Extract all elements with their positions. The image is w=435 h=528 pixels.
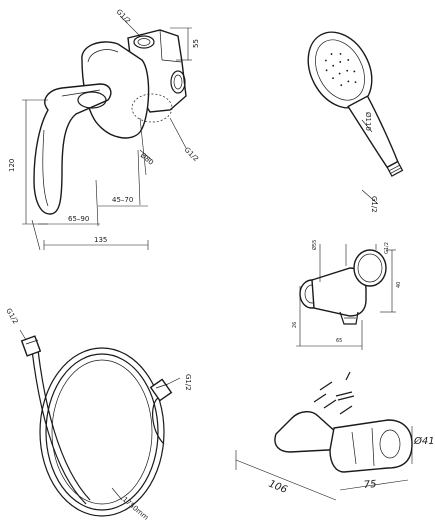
mixer-front-range-label: 65–90 [68,215,89,223]
wall-outlet-drawing: Ø55 G1/2 40 26 65 [292,240,402,350]
hose-connector-left [22,336,41,356]
mixer-diameter-label: Ø80 [139,151,155,166]
holder-length-label: 106 [267,479,289,496]
mixer-handle [34,84,111,214]
wall-outlet-offset-label: 26 [292,322,298,328]
mixer-thread-top-label: G1/2 [115,8,132,25]
mixer-drawing: G1/2 55 G1/2 Ø80 120 45–70 65–90 135 [8,8,200,250]
holder-base [275,412,340,452]
hand-shower-diameter-label: Ø110 [364,112,372,131]
screws-and-plugs [314,372,354,414]
hose-length-label: 1750mm [121,495,150,521]
hose-connector-right [151,379,172,400]
wall-outlet-top-left-label: Ø55 [311,240,318,250]
mixer-total-depth-label: 135 [94,236,107,244]
mixer-depth-range-label: 45–70 [112,196,133,204]
hose-drawing: G1/2 G1/2 1750mm [4,307,192,522]
mixer-height-top-label: 55 [192,39,200,48]
wall-outlet-top-right-label: G1/2 [384,242,390,254]
holder-drawing: Ø41 106 75 [236,372,435,500]
holder-width-label: 75 [363,479,377,491]
mixer-height-label: 120 [8,159,16,172]
hose-thread-left-label: G1/2 [4,307,19,325]
hand-shower-thread-label: G1/2 [370,196,378,213]
mixer-thread-side-label: G1/2 [183,146,200,163]
hand-shower-handle [348,96,401,170]
wall-outlet-flange [354,250,386,286]
wall-outlet-depth-label: 65 [336,338,342,344]
hand-shower-drawing [296,21,421,188]
wall-outlet-height-label: 40 [396,282,402,288]
hose-thread-right-label: G1/2 [184,374,192,391]
hose-coil-outer [40,348,164,516]
holder-diameter-label: Ø41 [413,435,435,447]
